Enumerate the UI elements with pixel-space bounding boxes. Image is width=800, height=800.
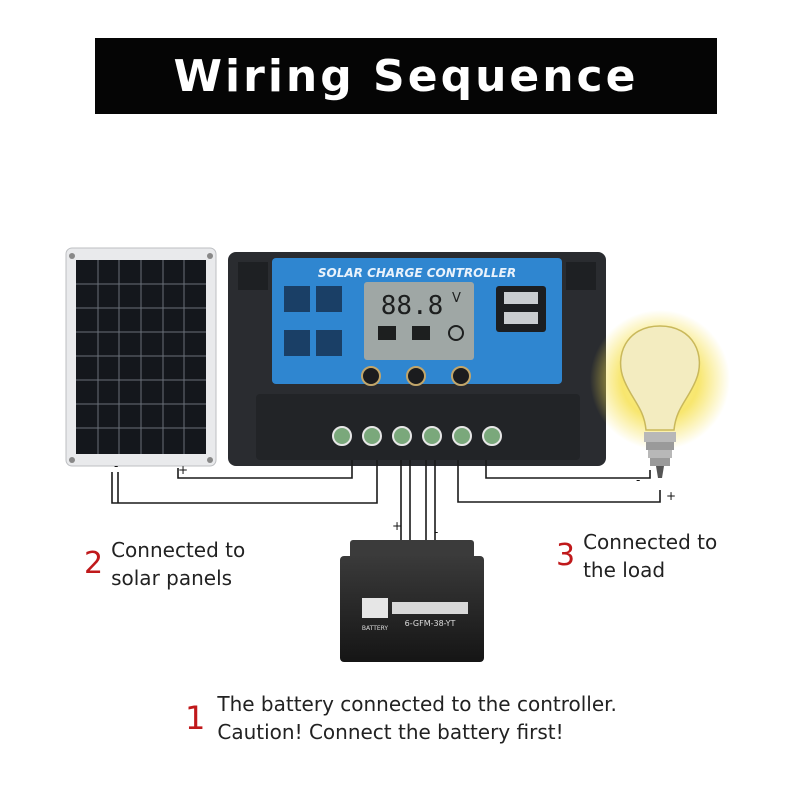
usb-ports xyxy=(496,286,546,332)
lcd-reading: 88.8 xyxy=(381,291,444,321)
lcd-unit: V xyxy=(452,291,461,306)
step-1-note: 1 The battery connected to the controlle… xyxy=(185,690,617,746)
down-button xyxy=(406,366,426,386)
feature-icons xyxy=(284,286,342,356)
step-2-number: 2 xyxy=(84,546,104,581)
battery-model: 6-GFM-38-YT xyxy=(405,619,456,628)
light-bulb xyxy=(590,310,730,478)
wires xyxy=(111,460,661,540)
battery: BATTERY 6-GFM-38-YT xyxy=(340,540,484,662)
battery-plus-label: + xyxy=(392,519,402,533)
controller-label: SOLAR CHARGE CONTROLLER xyxy=(318,266,516,280)
solar-minus-label: - xyxy=(114,459,118,473)
load-plus-label: + xyxy=(666,489,676,503)
menu-button xyxy=(361,366,381,386)
page-title: Wiring Sequence xyxy=(173,50,639,102)
solar-panel xyxy=(65,247,217,467)
step-3-line-1: Connected to xyxy=(583,530,718,554)
step-3-line-2: the load xyxy=(583,558,666,582)
step-2-line-1: Connected to xyxy=(111,538,246,562)
step-3-number: 3 xyxy=(556,538,576,573)
battery-minus-label: - xyxy=(434,525,438,539)
lcd-screen xyxy=(364,282,474,360)
title-banner: Wiring Sequence xyxy=(95,38,717,114)
up-button xyxy=(451,366,471,386)
load-minus-label: - xyxy=(636,473,640,487)
screw-terminals xyxy=(332,426,502,446)
step-1-line-1: The battery connected to the controller. xyxy=(217,692,617,716)
step-1-line-2: Caution! Connect the battery first! xyxy=(217,720,564,744)
step-1-number: 1 xyxy=(185,699,206,737)
step-2-line-2: solar panels xyxy=(111,566,233,590)
step-2-note: 2 Connected to solar panels xyxy=(84,536,245,592)
battery-brand: BATTERY xyxy=(362,625,389,632)
step-3-note: 3 Connected to the load xyxy=(556,528,717,584)
solar-plus-label: + xyxy=(178,463,188,477)
charge-controller: SOLAR CHARGE CONTROLLER 88.8 V xyxy=(228,252,606,466)
